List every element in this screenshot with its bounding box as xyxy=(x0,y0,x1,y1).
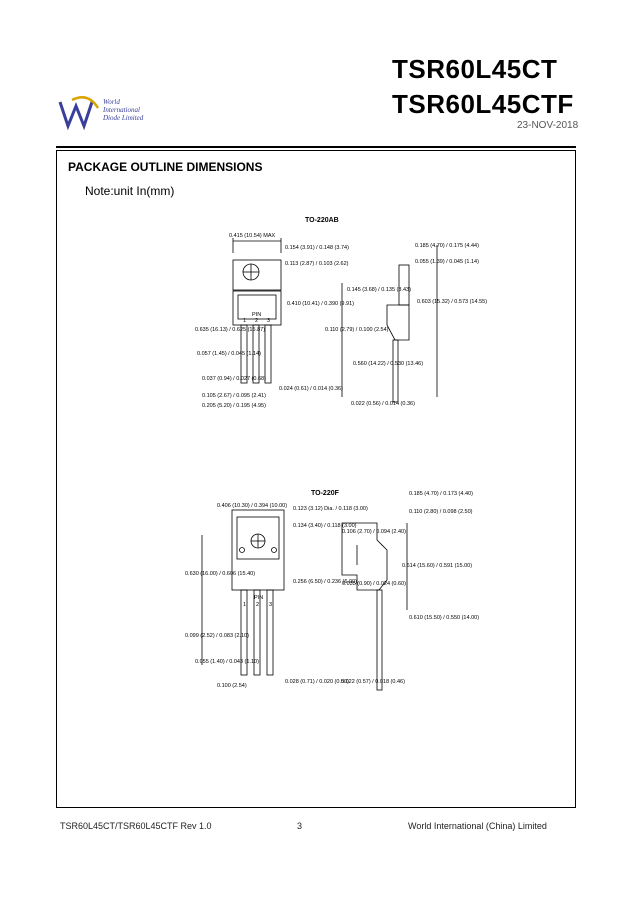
company-logo-text: World International Diode Limited xyxy=(103,98,143,122)
dim-label: 0.110 (2.79) / 0.100 (2.54) xyxy=(325,327,389,333)
footer-company: World International (China) Limited xyxy=(408,821,547,831)
dim-label: 0.614 (15.60) / 0.591 (15.00) xyxy=(402,563,472,569)
dim-label: 0.185 (4.70) / 0.175 (4.44) xyxy=(415,243,479,249)
dim-label: 0.134 (3.40) / 0.118 (3.00) xyxy=(293,523,357,529)
to220f-pin-label: 1 xyxy=(243,602,246,608)
to220ab-front-view xyxy=(232,238,282,384)
dim-label: 0.406 (10.30) / 0.394 (10.00) xyxy=(217,503,287,509)
dim-label: 0.410 (10.41) / 0.390 (9.91) xyxy=(287,301,354,307)
dim-label: 0.024 (0.61) / 0.014 (0.36) xyxy=(279,386,343,392)
dim-label: 0.635 (16.13) / 0.625 (15.87) xyxy=(195,327,265,333)
dim-label: 0.630 (16.00) / 0.606 (15.40) xyxy=(185,571,255,577)
dim-label: 0.055 (1.40) / 0.043 (1.10) xyxy=(195,659,259,665)
dim-label: 0.415 (10.54) MAX xyxy=(229,233,275,239)
dim-label: 0.057 (1.45) / 0.045 (1.14) xyxy=(197,351,261,357)
to220ab-pin-label: 2 xyxy=(255,318,258,324)
logo-line: International xyxy=(103,106,140,114)
dim-label: 0.123 (3.12) Dia. / 0.118 (3.00) xyxy=(293,506,368,512)
to220f-front-view xyxy=(201,509,285,676)
content-frame xyxy=(56,150,576,808)
dim-label: 0.205 (5.20) / 0.195 (4.95) xyxy=(202,403,266,409)
dim-label: 0.037 (0.94) / 0.027 (0.68) xyxy=(202,376,266,382)
part-number-title: TSR60L45CT xyxy=(392,54,558,84)
dim-label: 0.560 (14.22) / 0.530 (13.46) xyxy=(353,361,423,367)
package-drawings: TO-220AB PIN 1 2 3 0.415 (10.54) MAX 0.1… xyxy=(185,217,487,691)
to220f-pin-label: 2 xyxy=(256,602,259,608)
to220f-pin-label: 3 xyxy=(269,602,272,608)
dim-label: 0.100 (2.54) xyxy=(217,683,247,689)
to220ab-pin-label: PIN xyxy=(252,312,261,318)
to220ab-pin-label: 1 xyxy=(243,318,246,324)
to220f-pin-label: PIN xyxy=(254,595,263,601)
frame-top-rule xyxy=(56,146,576,148)
dim-label: 0.113 (2.87) / 0.103 (2.62) xyxy=(285,261,349,267)
section-title: PACKAGE OUTLINE DIMENSIONS xyxy=(68,160,263,174)
footer-doc-id: TSR60L45CT/TSR60L45CTF Rev 1.0 xyxy=(60,821,212,831)
dim-label: 0.145 (3.68) / 0.135 (3.43) xyxy=(347,287,411,293)
dim-label: 0.028 (0.71) / 0.020 (0.50) xyxy=(285,679,349,685)
footer-page-number: 3 xyxy=(297,821,303,831)
dim-label: 0.185 (4.70) / 0.173 (4.40) xyxy=(409,491,473,497)
to220f-side-view xyxy=(341,522,408,691)
dim-label: 0.610 (15.50) / 0.550 (14.00) xyxy=(409,615,479,621)
dim-label: 0.603 (15.32) / 0.573 (14.55) xyxy=(417,299,487,305)
dim-label: 0.154 (3.91) / 0.148 (3.74) xyxy=(285,245,349,251)
logo-line: World xyxy=(103,98,120,106)
dim-label: 0.099 (2.52) / 0.083 (2.10) xyxy=(185,633,249,639)
dim-label: 0.106 (2.70) / 0.094 (2.40) xyxy=(342,529,406,535)
dim-label: 0.022 (0.56) / 0.014 (0.36) xyxy=(351,401,415,407)
dim-label: 0.110 (2.80) / 0.098 (2.50) xyxy=(409,509,473,515)
dim-label: 0.022 (0.57) / 0.018 (0.46) xyxy=(341,679,405,685)
dim-label: 0.256 (6.50) / 0.236 (6.00) xyxy=(293,579,357,585)
to220f-label: TO-220F xyxy=(311,490,340,497)
document-date: 23-NOV-2018 xyxy=(517,120,579,131)
to220ab-label: TO-220AB xyxy=(305,217,339,224)
dim-label: 0.055 (1.39) / 0.045 (1.14) xyxy=(415,259,479,265)
units-note: Note:unit In(mm) xyxy=(85,184,175,198)
dim-label: 0.105 (2.67) / 0.095 (2.41) xyxy=(202,393,266,399)
to220ab-side-view xyxy=(341,245,438,403)
to220ab-pin-label: 3 xyxy=(267,318,270,324)
company-logo xyxy=(58,96,100,131)
logo-line: Diode Limited xyxy=(103,114,144,122)
part-number-title-alt: TSR60L45CTF xyxy=(392,89,574,119)
dim-label: 0.035 (0.90) / 0.024 (0.60) xyxy=(342,581,406,587)
